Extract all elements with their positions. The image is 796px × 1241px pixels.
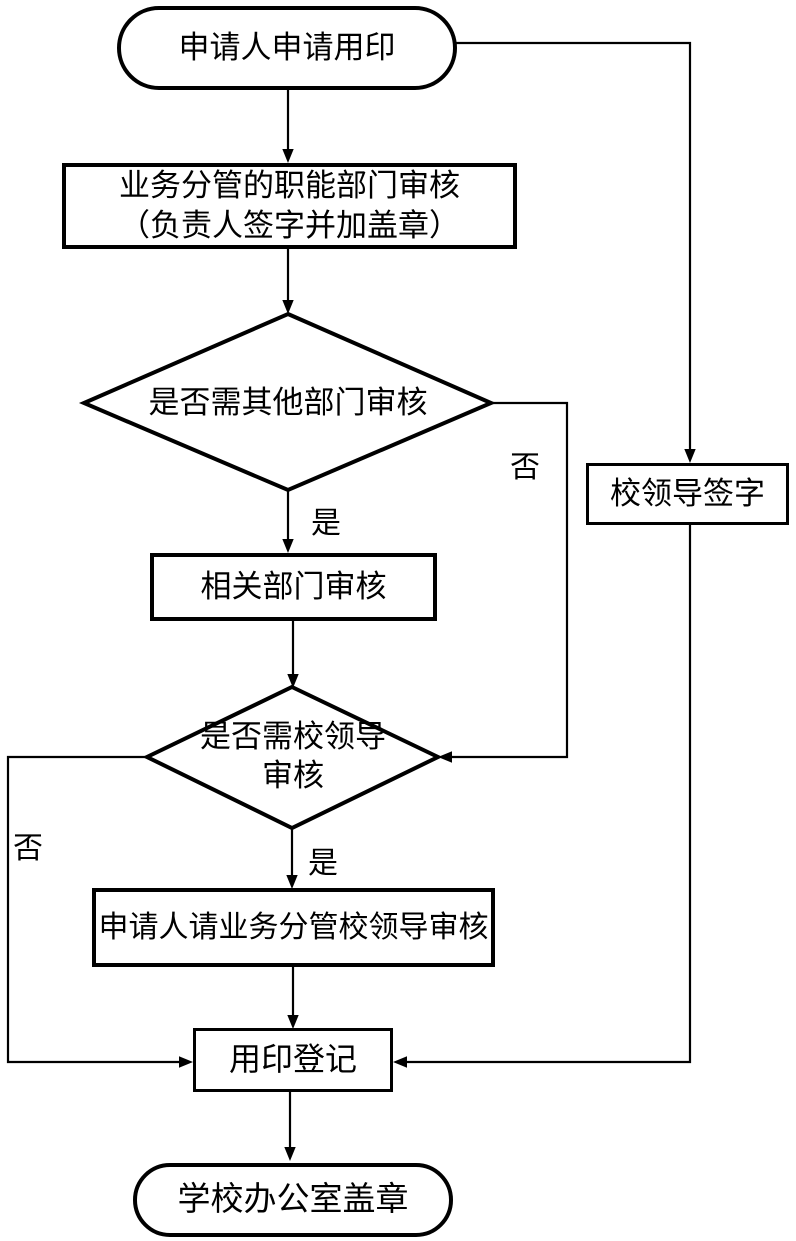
leader-sign-process: 校领导签字 <box>586 463 789 525</box>
seal-register-process: 用印登记 <box>193 1028 393 1092</box>
start-label: 申请人申请用印 <box>178 29 396 65</box>
decision-leader-line1: 是否需校领导 <box>200 719 386 755</box>
arrowhead-into-apply <box>286 875 298 889</box>
arrowhead-into-register-top <box>287 1015 299 1029</box>
arrowhead-into-decision1 <box>282 300 294 314</box>
arrowhead-into-related <box>282 539 294 553</box>
connector-start-to-leader <box>450 41 692 449</box>
arrowhead-into-dept <box>282 149 294 163</box>
arrowhead-into-end <box>284 1147 296 1161</box>
apply-leader-review-label: 申请人请业务分管校领导审核 <box>98 911 489 944</box>
arrowhead-into-register-left <box>179 1056 193 1068</box>
connector-decision1-no <box>452 401 569 759</box>
dept-review-line1: 业务分管的职能部门审核 <box>119 167 460 203</box>
edge-label-no-1: 否 <box>510 451 540 484</box>
start-terminator: 申请人申请用印 <box>117 6 457 90</box>
arrowhead-into-leader <box>684 449 696 463</box>
apply-leader-review-process: 申请人请业务分管校领导审核 <box>92 888 495 967</box>
connector-decision2-no <box>6 755 179 1064</box>
decision-leader-label: 是否需校领导 审核 <box>172 714 414 800</box>
end-terminator: 学校办公室盖章 <box>133 1163 453 1237</box>
arrowhead-into-decision2-right <box>438 751 452 763</box>
arrowhead-into-decision2 <box>287 674 299 688</box>
decision-other-dept-text: 是否需其他部门审核 <box>148 384 428 420</box>
related-dept-review-process: 相关部门审核 <box>150 553 437 621</box>
decision-leader-diamond <box>142 684 443 831</box>
edge-label-yes-2: 是 <box>308 847 338 880</box>
dept-review-line2: （负责人签字并加盖章） <box>119 208 460 243</box>
related-dept-review-label: 相关部门审核 <box>200 568 387 604</box>
decision-other-dept-diamond <box>78 311 497 493</box>
dept-review-process: 业务分管的职能部门审核 （负责人签字并加盖章） <box>62 163 517 249</box>
decision-leader-line2: 审核 <box>262 758 324 793</box>
arrowhead-into-register-right <box>393 1056 407 1068</box>
leader-sign-label: 校领导签字 <box>610 475 765 511</box>
edge-label-no-2: 否 <box>13 832 43 865</box>
seal-register-label: 用印登记 <box>228 1041 357 1078</box>
edge-label-yes-1: 是 <box>311 507 341 540</box>
decision-other-dept-label: 是否需其他部门审核 <box>108 374 468 432</box>
connector-leader-to-register <box>407 523 692 1064</box>
end-label: 学校办公室盖章 <box>177 1181 409 1218</box>
